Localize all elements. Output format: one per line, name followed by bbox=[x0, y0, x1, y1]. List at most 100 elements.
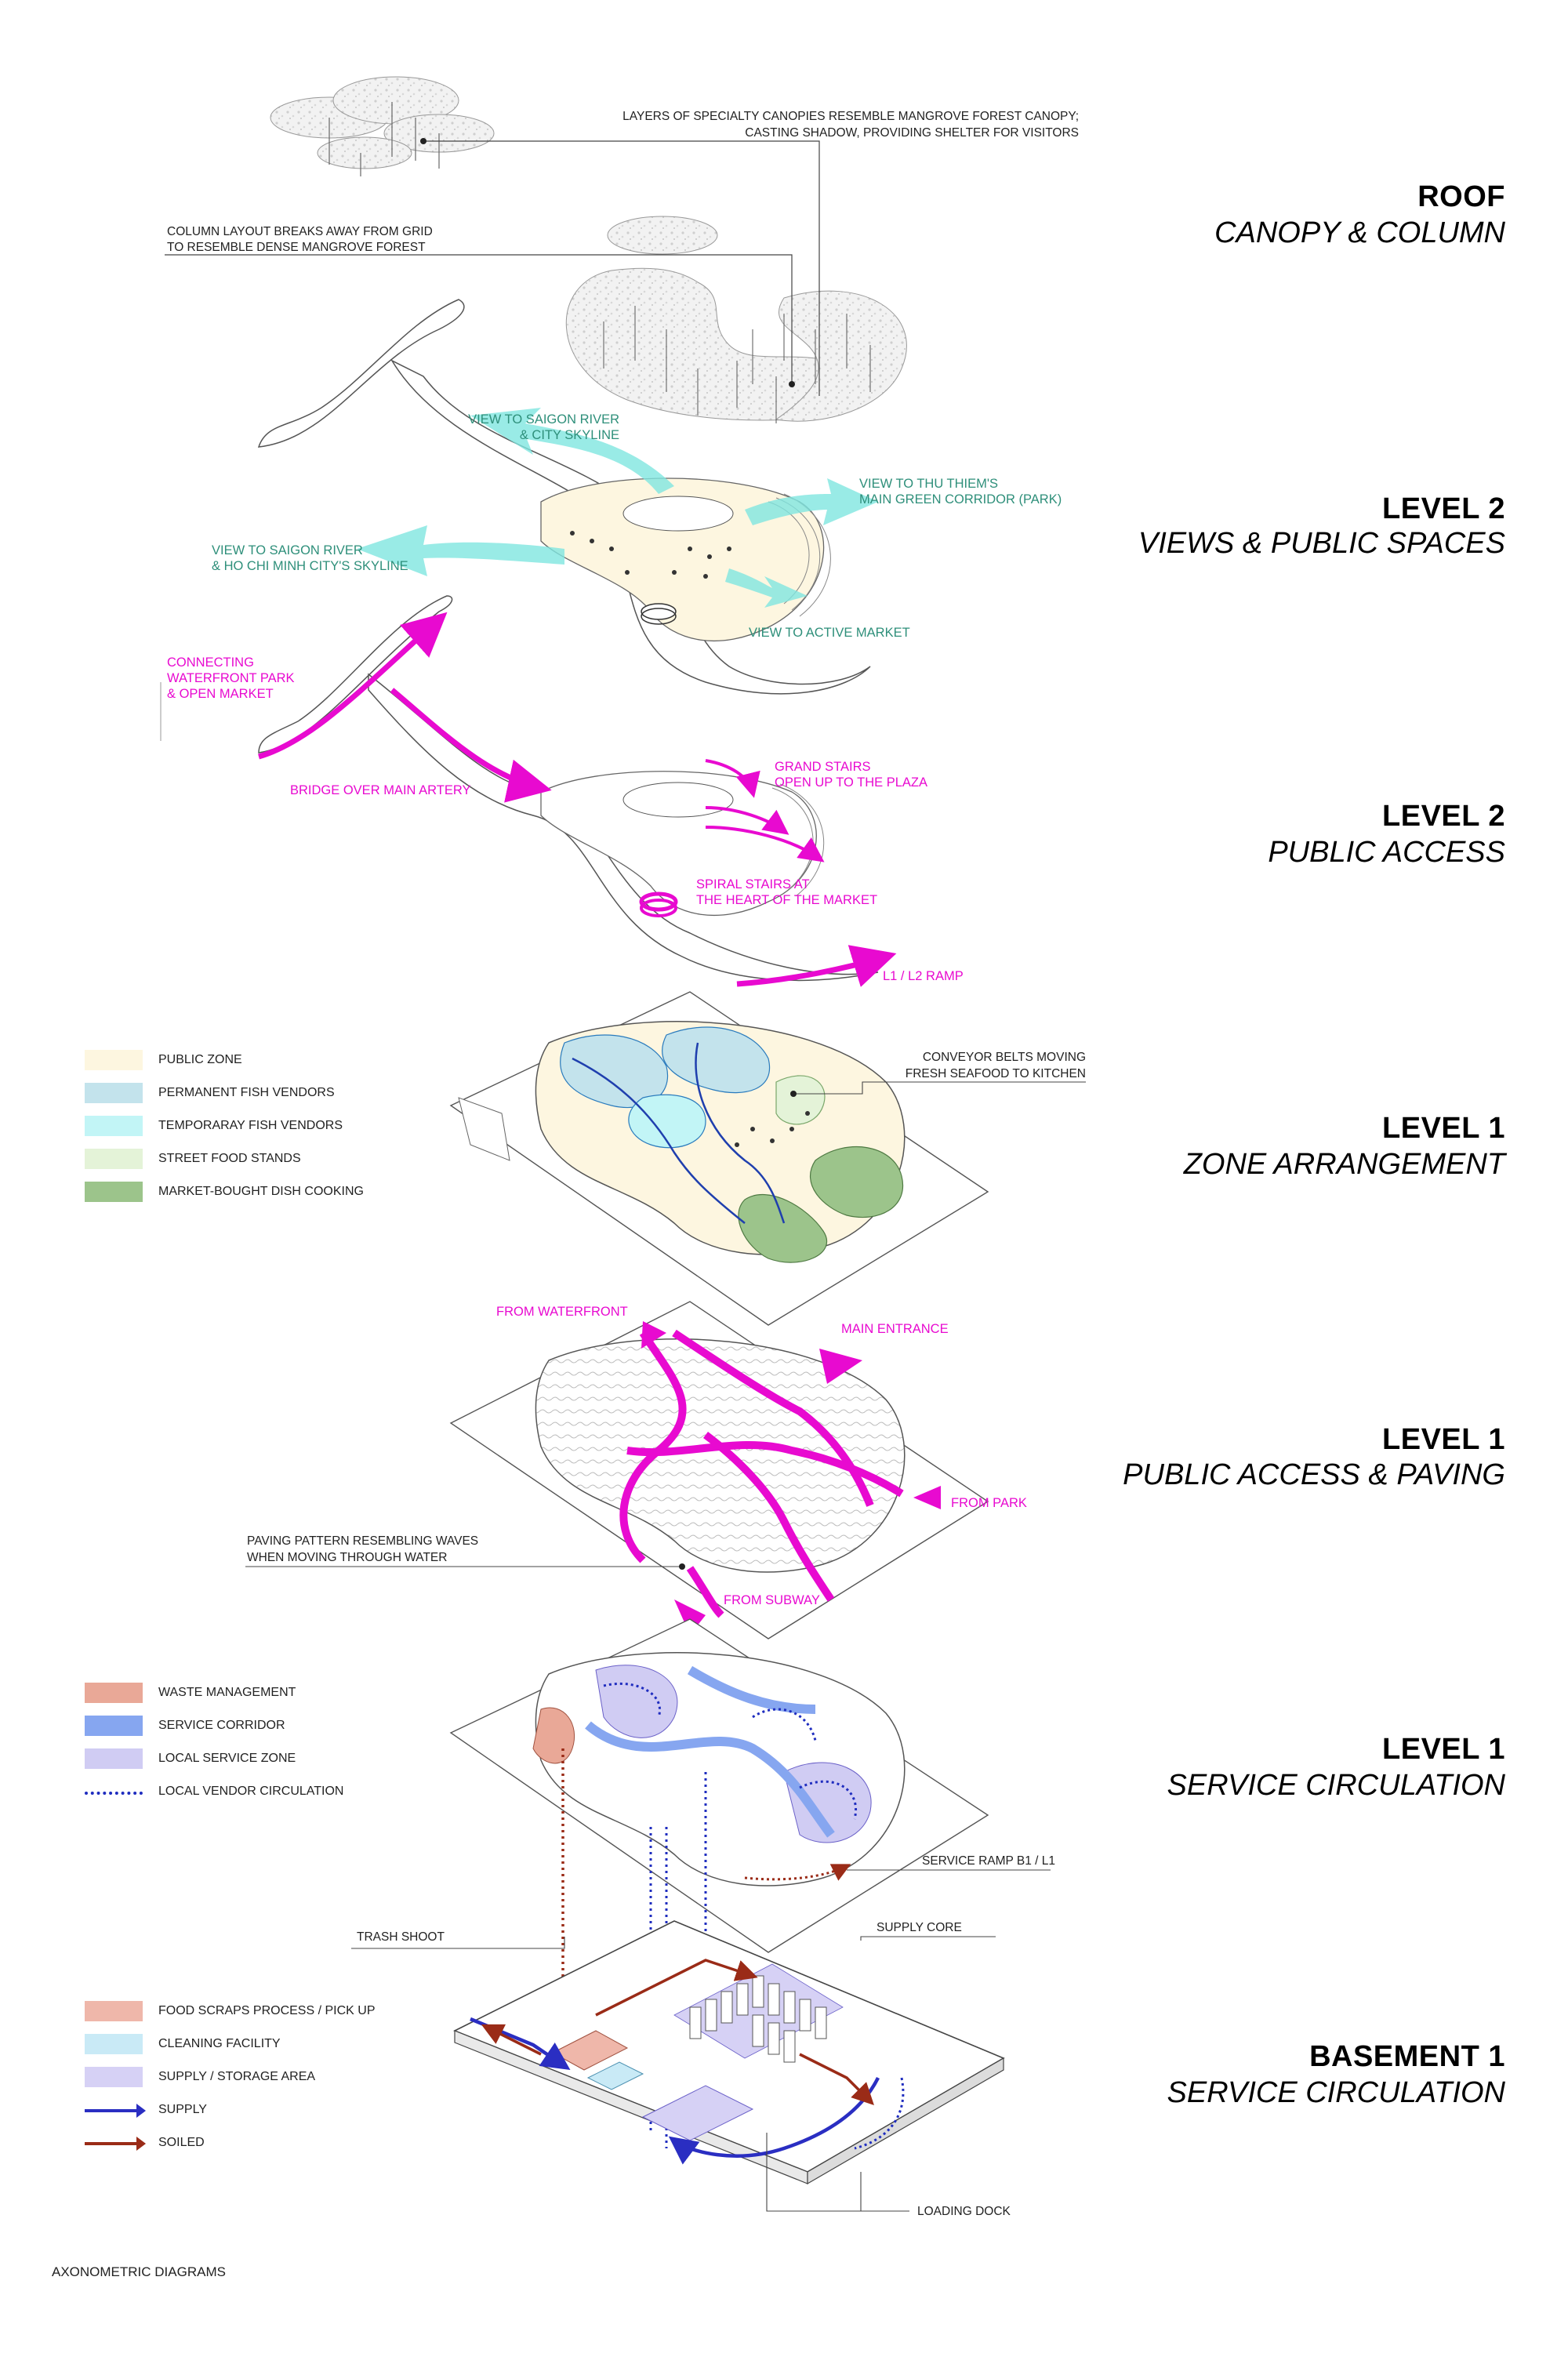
level1-zone-title: LEVEL 1 bbox=[1382, 1112, 1505, 1145]
canopy-leader bbox=[423, 140, 820, 396]
cleaning-facility bbox=[586, 2061, 644, 2090]
legend-swatch bbox=[85, 2034, 143, 2054]
vendor-circulation bbox=[799, 1780, 857, 1820]
public-plaza bbox=[540, 771, 817, 916]
access-path bbox=[626, 1440, 904, 1498]
view-river-city-1: VIEW TO SAIGON RIVER bbox=[468, 412, 619, 427]
level1-zone-layer: CONVEYOR BELTS MOVING FRESH SEAFOOD TO K… bbox=[449, 991, 1086, 1326]
stair-arrow bbox=[705, 826, 825, 862]
market-floor-paving bbox=[535, 1338, 906, 1573]
level2-access-subtitle: PUBLIC ACCESS bbox=[1268, 836, 1505, 869]
level1-service-subtitle: SERVICE CIRCULATION bbox=[1167, 1769, 1505, 1802]
local-service-zone bbox=[783, 1762, 872, 1843]
tree-dots bbox=[570, 531, 731, 579]
roof-title: ROOF bbox=[1417, 180, 1505, 213]
connecting-1: CONNECTING bbox=[167, 655, 254, 670]
bridge-deck bbox=[257, 299, 465, 448]
level2-views-title: LEVEL 2 bbox=[1382, 492, 1505, 525]
soiled-arrow-icon bbox=[85, 2137, 146, 2151]
view-river-hcm-1: VIEW TO SAIGON RIVER bbox=[212, 543, 363, 557]
connecting-3: & OPEN MARKET bbox=[167, 687, 274, 701]
entry-arrow bbox=[674, 1600, 706, 1635]
ramp-path bbox=[736, 945, 897, 987]
roof-subtitle: CANOPY & COLUMN bbox=[1214, 216, 1505, 249]
leader-dot bbox=[679, 1563, 685, 1570]
view-arrow bbox=[357, 525, 564, 576]
plaza-void bbox=[622, 782, 734, 818]
from-waterfront: FROM WATERFRONT bbox=[496, 1305, 628, 1319]
view-arrow bbox=[745, 478, 878, 525]
dock-leader bbox=[766, 2133, 861, 2212]
loading-dock: LOADING DOCK bbox=[917, 2205, 1011, 2218]
arrow-head-icon bbox=[136, 2137, 146, 2151]
trash-label: TRASH SHOOT bbox=[357, 1930, 445, 1944]
spiral-2: THE HEART OF THE MARKET bbox=[696, 893, 877, 907]
view-river-city-2: & CITY SKYLINE bbox=[520, 428, 619, 442]
basement-layer: SUPPLY CORE LOADING DOCK bbox=[453, 1920, 1011, 2218]
vendor-circulation bbox=[752, 1708, 817, 1741]
access-path bbox=[702, 1432, 835, 1602]
stepped-edge bbox=[771, 783, 825, 897]
storage-racks bbox=[689, 1975, 827, 2063]
level2-views-subtitle: VIEWS & PUBLIC SPACES bbox=[1138, 527, 1505, 560]
level1-service-title: LEVEL 1 bbox=[1382, 1733, 1505, 1766]
main-entrance: MAIN ENTRANCE bbox=[841, 1322, 949, 1336]
storage-area bbox=[641, 2085, 754, 2141]
plaza-void bbox=[622, 496, 734, 532]
top-canopy bbox=[607, 216, 718, 255]
level1-paving-layer: FROM WATERFRONT MAIN ENTRANCE FROM PARK … bbox=[245, 1301, 1027, 1639]
entry-arrow bbox=[819, 1349, 862, 1384]
level2-access-layer: CONNECTING WATERFRONT PARK & OPEN MARKET… bbox=[160, 595, 964, 987]
access-path bbox=[686, 1566, 724, 1618]
view-thuthiem-1: VIEW TO THU THIEM'S bbox=[859, 477, 998, 491]
street-food-zone bbox=[775, 1075, 826, 1125]
bridge-label: BRIDGE OVER MAIN ARTERY bbox=[290, 783, 470, 797]
legend-swatch bbox=[85, 1050, 143, 1070]
conveyor-belt bbox=[572, 1057, 746, 1224]
legend-swatch bbox=[85, 1182, 143, 1202]
small-canopy bbox=[317, 136, 412, 169]
column-leader bbox=[165, 254, 793, 384]
arrow-head-icon bbox=[136, 2104, 146, 2118]
spiral-1: SPIRAL STAIRS AT bbox=[696, 877, 810, 891]
soiled-route bbox=[799, 2053, 874, 2105]
food-scraps-area bbox=[551, 2030, 629, 2071]
ramp-label: L1 / L2 RAMP bbox=[883, 969, 964, 983]
dish-cooking-zone bbox=[738, 1193, 828, 1263]
legend-swatch bbox=[85, 2067, 143, 2087]
supply-dotted bbox=[854, 2077, 905, 2150]
view-river-hcm-2: & HO CHI MINH CITY'S SKYLINE bbox=[212, 559, 408, 573]
conveyor-belt bbox=[695, 1042, 786, 1224]
legend-swatch bbox=[85, 1116, 143, 1136]
service-corridor bbox=[585, 1721, 835, 1838]
service-ramp: SERVICE RAMP B1 / L1 bbox=[922, 1854, 1055, 1868]
supply-core: SUPPLY CORE bbox=[877, 1921, 962, 1934]
from-subway: FROM SUBWAY bbox=[724, 1593, 820, 1607]
legend-swatch bbox=[85, 1716, 143, 1736]
conveyor-leader bbox=[793, 1081, 1086, 1095]
column-note-2: TO RESEMBLE DENSE MANGROVE FOREST bbox=[167, 241, 426, 254]
level1-paving-title: LEVEL 1 bbox=[1382, 1423, 1505, 1456]
canopy-note-1: LAYERS OF SPECIALTY CANOPIES RESEMBLE MA… bbox=[622, 110, 1079, 123]
level1-service-layer: SERVICE RAMP B1 / L1 bbox=[449, 1618, 1055, 1953]
service-corridor bbox=[687, 1665, 816, 1714]
conveyor-1: CONVEYOR BELTS MOVING bbox=[923, 1051, 1086, 1064]
small-canopy-columns bbox=[328, 102, 440, 176]
grand-stairs-2: OPEN UP TO THE PLAZA bbox=[775, 775, 927, 790]
canopy-columns bbox=[603, 306, 871, 423]
canopy-note-2: CASTING SHADOW, PROVIDING SHELTER FOR VI… bbox=[745, 126, 1079, 140]
level1-zone-subtitle: ZONE ARRANGEMENT bbox=[1183, 1148, 1505, 1181]
view-arrow bbox=[470, 408, 674, 494]
service-ramp-path bbox=[744, 1864, 851, 1881]
legend-dotted-line bbox=[85, 1792, 143, 1795]
access-path bbox=[390, 688, 552, 803]
legend-swatch bbox=[85, 1083, 143, 1103]
view-thuthiem-2: MAIN GREEN CORRIDOR (PARK) bbox=[859, 492, 1062, 507]
legend-swatch bbox=[85, 1748, 143, 1769]
paving-1: PAVING PATTERN RESEMBLING WAVES bbox=[247, 1534, 478, 1548]
roof-layer: LAYERS OF SPECIALTY CANOPIES RESEMBLE MA… bbox=[165, 76, 1079, 423]
basement-subtitle: SERVICE CIRCULATION bbox=[1167, 2076, 1505, 2109]
column-note-1: COLUMN LAYOUT BREAKS AWAY FROM GRID bbox=[167, 225, 433, 238]
soiled-route bbox=[481, 2024, 542, 2056]
